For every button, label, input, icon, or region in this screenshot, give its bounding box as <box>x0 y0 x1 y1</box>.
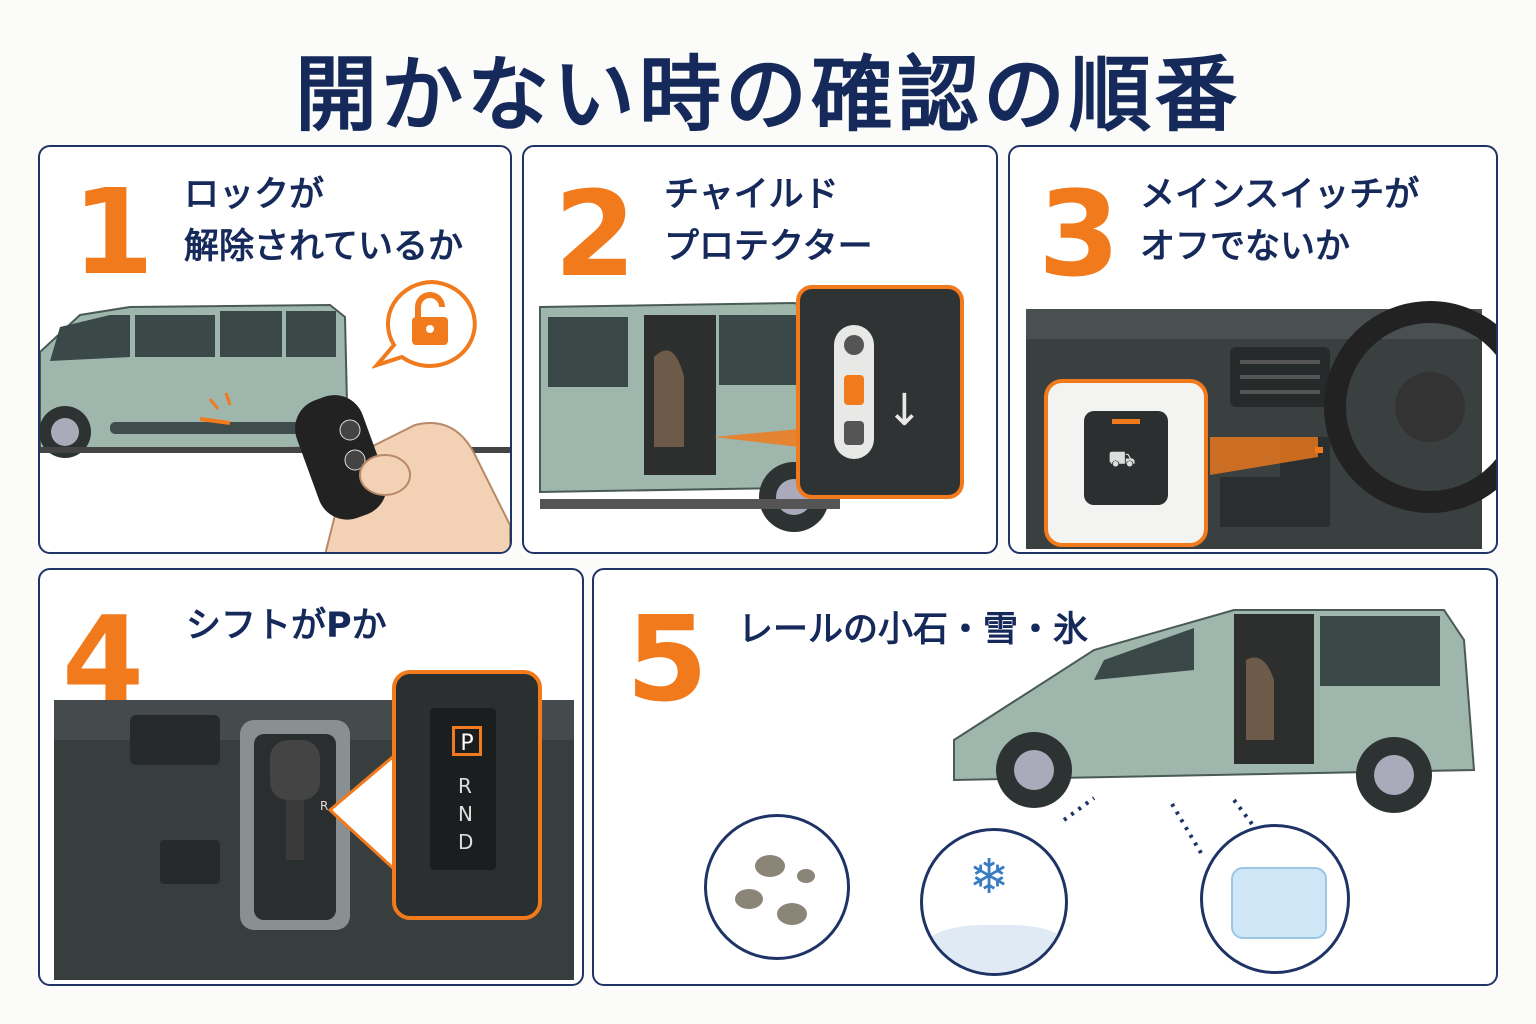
step-number: 5 <box>626 590 709 728</box>
step-label: ロックが解除されているか <box>184 175 463 267</box>
van-icon: ⛟ <box>1108 447 1136 472</box>
svg-text:R: R <box>320 799 328 813</box>
step-label: メインスイッチがオフでないか <box>1140 175 1420 267</box>
minivan-illustration <box>40 303 510 458</box>
step-number: 3 <box>1038 165 1121 303</box>
step-card-3: 3 メインスイッチがオフでないか ⛟ <box>1008 145 1498 554</box>
step-label: シフトがPか <box>186 606 387 646</box>
child-protector-callout: ↓ <box>796 285 964 499</box>
shift-r-label: R <box>458 774 472 798</box>
step-card-1: 1 ロックが解除されているか <box>38 145 512 554</box>
step-number: 1 <box>72 163 155 301</box>
step-number: 4 <box>62 590 145 728</box>
snow-icon: ❄ <box>920 828 1068 976</box>
page-title: 開かない時の確認の順番 <box>294 48 1241 143</box>
key-fob-hand <box>295 395 510 552</box>
main-switch-callout: ⛟ <box>1044 379 1208 547</box>
step-label: レールの小石・雪・氷 <box>738 610 1089 650</box>
shift-gate-callout: P R N D <box>392 670 542 920</box>
shift-d-label: D <box>458 830 474 854</box>
step-card-4: 4 シフトがPか R P R N D <box>38 568 584 986</box>
shift-n-label: N <box>458 802 473 826</box>
minivan-side-illustration <box>953 609 1476 860</box>
unlock-icon <box>372 279 477 369</box>
arrow-down-icon: ↓ <box>886 385 923 436</box>
shift-p-indicator: P <box>452 726 482 756</box>
step-card-2: 2 チャイルドプロテクター ↓ <box>522 145 998 554</box>
step-number: 2 <box>554 165 637 303</box>
ice-icon <box>1200 824 1350 974</box>
step-card-5: 5 レールの小石・雪・氷 ❄ <box>592 568 1498 986</box>
pebbles-icon <box>704 814 850 960</box>
step-label: チャイルドプロテクター <box>664 175 873 267</box>
